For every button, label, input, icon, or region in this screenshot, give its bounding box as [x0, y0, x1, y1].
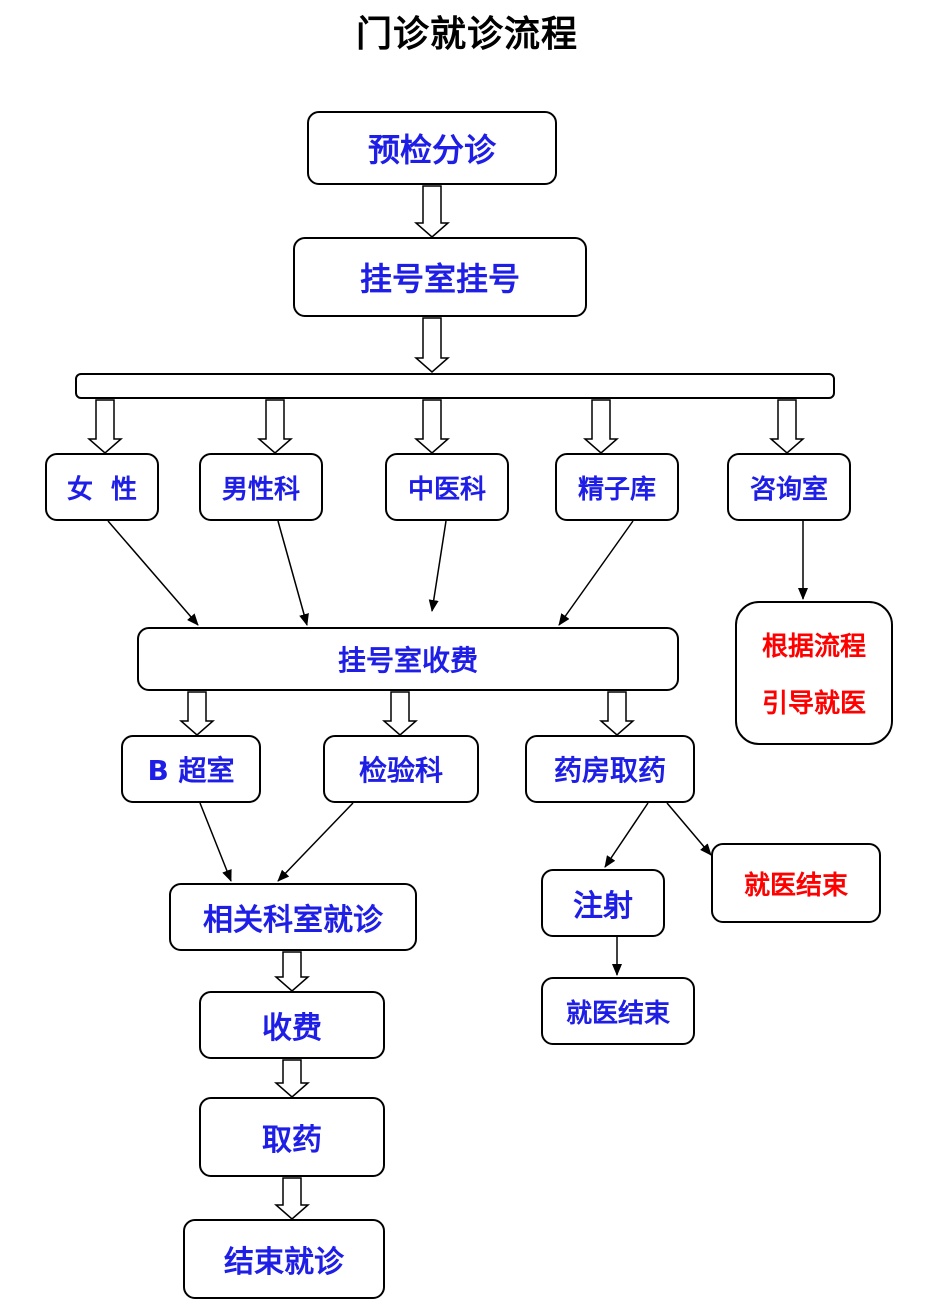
- hollow-arrow-bar-to-tcm: [414, 399, 450, 454]
- node-label-line2: 引导就医: [761, 689, 866, 719]
- node-label: 挂号室收费: [337, 644, 478, 677]
- hollow-arrow-medicine-to-end: [274, 1177, 310, 1220]
- node-end-visit-blue: 就医结束: [541, 977, 695, 1045]
- node-related-dept: 相关科室就诊: [169, 883, 417, 951]
- hollow-arrow-registration-to-bar: [414, 317, 450, 373]
- hollow-arrow-fee-to-pharmacy: [599, 691, 635, 736]
- hollow-arrow-fee-to-ultrasound: [179, 691, 215, 736]
- node-label: 就医结束: [565, 998, 670, 1029]
- arrow-ultrasound-to-related: [199, 802, 232, 882]
- node-dept-female: 女 性: [45, 453, 159, 521]
- hollow-arrow-bar-to-female: [87, 399, 123, 454]
- branch-bar: [75, 373, 835, 399]
- arrow-sperm-bank-to-regfee: [558, 520, 634, 626]
- node-label: B 超室: [147, 754, 235, 787]
- hollow-arrow-fee-to-lab: [382, 691, 418, 736]
- hollow-arrow-bar-to-sperm-bank: [583, 399, 619, 454]
- node-label: 取药: [262, 1123, 322, 1158]
- node-label: 咨询室: [749, 474, 828, 505]
- arrow-pharmacy-to-injection: [604, 802, 649, 868]
- hollow-arrow-triage-to-registration: [414, 185, 450, 238]
- node-pharmacy: 药房取药: [525, 735, 695, 803]
- node-label: 药房取药: [553, 754, 666, 787]
- node-dept-sperm-bank: 精子库: [555, 453, 679, 521]
- node-lab: 检验科: [323, 735, 479, 803]
- node-label: 中医科: [407, 474, 486, 505]
- node-end-visit-red: 就医结束: [711, 843, 881, 923]
- node-consultation: 咨询室: [727, 453, 851, 521]
- node-fee: 收费: [199, 991, 385, 1059]
- arrow-male-to-regfee: [277, 520, 309, 626]
- arrow-lab-to-related: [277, 802, 354, 882]
- node-label: 女 性: [66, 474, 138, 505]
- node-end-consultation: 结束就诊: [183, 1219, 385, 1299]
- hollow-arrow-bar-to-consultation: [769, 399, 805, 454]
- node-label: 检验科: [358, 754, 443, 787]
- node-dept-male: 男性科: [199, 453, 323, 521]
- hollow-arrow-related-to-fee: [274, 951, 310, 992]
- node-dept-tcm: 中医科: [385, 453, 509, 521]
- node-label: 男性科: [221, 474, 300, 505]
- node-registration-fee: 挂号室收费: [137, 627, 679, 691]
- node-label: 精子库: [577, 474, 656, 505]
- node-label-line1: 根据流程: [761, 632, 866, 662]
- hollow-arrow-bar-to-male: [257, 399, 293, 454]
- node-guide: 根据流程 引导就医: [735, 601, 893, 745]
- page-title: 门诊就诊流程: [355, 14, 578, 55]
- node-label: 相关科室就诊: [203, 903, 383, 938]
- node-label: 结束就诊: [224, 1245, 344, 1280]
- node-registration: 挂号室挂号: [293, 237, 587, 317]
- hollow-arrow-fee-to-medicine: [274, 1059, 310, 1098]
- node-label: 预检分诊: [367, 131, 496, 169]
- arrow-pharmacy-to-end-red: [666, 802, 712, 856]
- node-label: 就医结束: [743, 870, 848, 901]
- arrow-tcm-to-regfee: [428, 520, 447, 612]
- node-ultrasound: B 超室: [121, 735, 261, 803]
- arrow-female-to-regfee: [107, 520, 199, 626]
- node-injection: 注射: [541, 869, 665, 937]
- node-label: 注射: [573, 889, 633, 924]
- node-triage: 预检分诊: [307, 111, 557, 185]
- node-label: 收费: [262, 1011, 322, 1046]
- node-label: 挂号室挂号: [359, 260, 520, 298]
- node-get-medicine: 取药: [199, 1097, 385, 1177]
